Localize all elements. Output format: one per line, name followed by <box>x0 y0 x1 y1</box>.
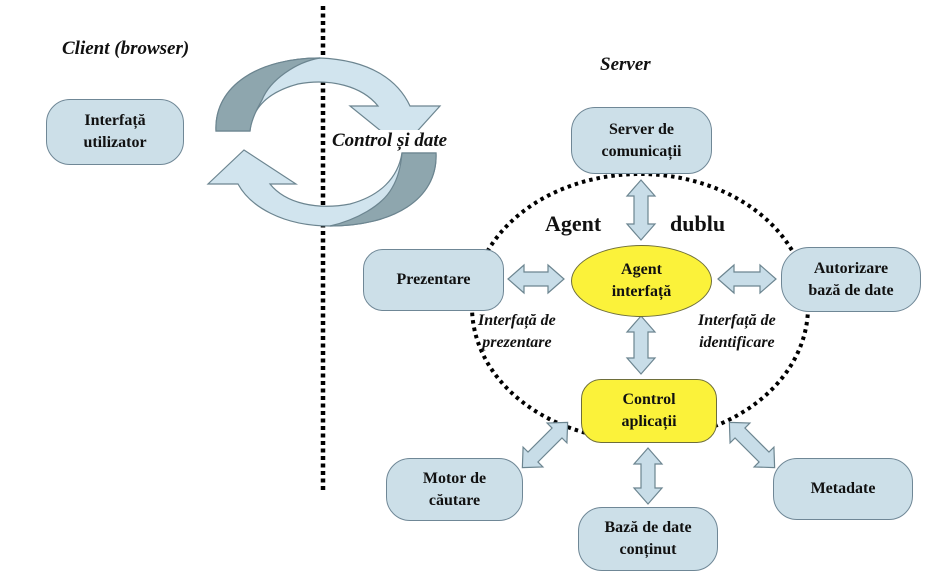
arrow-control-metadate <box>728 421 776 469</box>
interfata-prezentare-label: Interfață de prezentare <box>478 312 556 351</box>
node-autorizare-baza-de-date: Autorizare bază de date <box>781 247 921 312</box>
arrow-prezentare-agent <box>507 263 565 295</box>
arrow-server-agent <box>625 179 657 241</box>
arrow-control-motor <box>521 421 569 469</box>
agent-word-label: Agent <box>545 211 602 236</box>
arrow-agent-control <box>625 315 657 375</box>
dublu-word-label: dublu <box>670 211 726 236</box>
node-prezentare: Prezentare <box>363 249 504 311</box>
interfata-identificare-label: Interfață de identificare <box>698 312 776 351</box>
cycle-arrow-bottom-shade <box>329 152 437 227</box>
client-browser-label: Client (browser) <box>62 38 190 59</box>
arrow-control-baza <box>632 447 664 505</box>
node-server-comunicatii: Server de comunicații <box>571 107 712 174</box>
node-agent-interfata: Agent interfață <box>571 245 712 317</box>
cycle-arrow-top-shade <box>215 57 321 132</box>
control-cycle-arrows <box>206 57 442 227</box>
node-control-aplicatii: Control aplicații <box>581 379 717 443</box>
server-label: Server <box>600 54 651 75</box>
node-baza-de-date-continut: Bază de date conținut <box>578 507 718 571</box>
node-interfata-utilizator: Interfață utilizator <box>46 99 184 165</box>
connector-arrows <box>507 179 777 505</box>
node-metadate: Metadate <box>773 458 913 520</box>
control-si-date-label: Control și date <box>332 130 448 152</box>
arrow-agent-autorizare <box>717 263 777 295</box>
node-motor-de-cautare: Motor de căutare <box>386 458 523 521</box>
